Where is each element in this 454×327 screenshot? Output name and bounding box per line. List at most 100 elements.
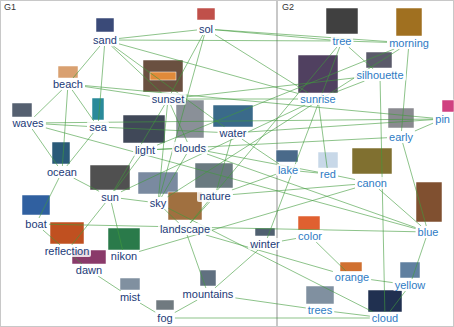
tag-link [121, 198, 148, 201]
tag-link [319, 105, 327, 168]
tag-link [111, 203, 122, 250]
tag-label: orange [335, 271, 369, 283]
tag-label: mist [120, 291, 140, 303]
tag-link [349, 47, 374, 69]
tag-link [139, 188, 355, 252]
tag-node: mist [118, 291, 142, 303]
tag-label: ocean [47, 166, 77, 178]
tag-label: boat [25, 218, 46, 230]
tag-link [215, 35, 308, 93]
tag-link [114, 156, 140, 191]
tag-node: clouds [172, 142, 208, 154]
tag-link [43, 230, 60, 245]
tag-link [74, 178, 100, 191]
tag-node: beach [51, 78, 85, 90]
tag-node: mountains [181, 288, 236, 300]
tag-link [334, 81, 365, 93]
tag-label: beach [53, 78, 83, 90]
tag-label: red [320, 168, 336, 180]
tag-link [73, 46, 100, 78]
tag-node: dawn [74, 264, 104, 276]
tag-link [46, 128, 416, 229]
tag-link [46, 124, 88, 126]
tag-node: yellow [393, 279, 428, 291]
tag-link [74, 257, 82, 264]
tag-link [67, 133, 93, 166]
tag-label: reflection [45, 245, 90, 257]
tag-link [34, 90, 62, 117]
tag-label: morning [389, 37, 429, 49]
tag-node: lake [276, 164, 300, 176]
tag-node: pin [433, 113, 452, 125]
tag-link [190, 47, 337, 223]
tag-node: sol [197, 23, 215, 35]
tag-link [175, 318, 370, 319]
tag-node: reflection [43, 245, 92, 257]
tag-link [72, 203, 105, 245]
tag-node: sea [87, 121, 109, 133]
tag-link [235, 298, 305, 308]
tag-link [190, 202, 209, 223]
tag-node: canon [355, 177, 389, 189]
tag-label: sand [93, 34, 117, 46]
tag-label: sky [150, 197, 167, 209]
tag-link [72, 90, 94, 121]
group-frame [278, 1, 454, 327]
tag-link [415, 123, 433, 131]
tag-label: water [220, 127, 247, 139]
tag-label: early [389, 131, 413, 143]
tag-link [242, 139, 279, 164]
tag-link [111, 46, 161, 93]
tag-node: fog [155, 312, 174, 324]
tag-link [371, 280, 393, 283]
tag-link [113, 46, 224, 127]
tag-link [186, 99, 298, 100]
tag-link [119, 44, 298, 94]
tag-link [32, 129, 58, 166]
tag-node: orange [333, 271, 371, 283]
tag-link [353, 41, 387, 42]
tag-link [215, 30, 387, 42]
tag-link [85, 86, 433, 119]
tag-label: winter [250, 238, 279, 250]
tag-link [215, 250, 258, 288]
tag-node: early [387, 131, 415, 143]
tag-node: sky [148, 197, 169, 209]
tag-link [334, 312, 370, 316]
tag-node: sand [91, 34, 119, 46]
tag-label: mountains [183, 288, 234, 300]
tag-link [403, 143, 427, 226]
tag-node: cloud [370, 312, 400, 324]
tag-link [338, 176, 355, 179]
tag-link [98, 276, 121, 291]
tag-node: red [318, 168, 338, 180]
tag-node: water [218, 127, 249, 139]
tag-node: trees [306, 304, 334, 316]
tag-node: blue [416, 226, 441, 238]
tag-label: yellow [395, 279, 426, 291]
tag-node: ocean [45, 166, 79, 178]
tag-link [390, 291, 406, 312]
tag-link [267, 47, 339, 238]
tag-link [119, 30, 197, 38]
tag-label: sunset [152, 93, 184, 105]
tag-label: waves [12, 117, 43, 129]
tag-node: nature [197, 190, 232, 202]
tag-node: landscape [158, 223, 212, 235]
tag-label: sol [199, 23, 213, 35]
tag-label: pin [435, 113, 450, 125]
thumbnails [12, 8, 454, 312]
tag-link [187, 235, 206, 288]
tag-node: sunset [150, 93, 186, 105]
tag-link [232, 174, 276, 190]
tag-label: color [298, 230, 322, 242]
tag-link [109, 127, 218, 132]
tag-link [171, 35, 202, 93]
tag-label: clouds [174, 142, 206, 154]
tag-link [49, 224, 416, 231]
tag-link [159, 105, 168, 197]
tag-label: fog [157, 312, 172, 324]
group-label: G1 [3, 2, 17, 12]
tag-label: blue [418, 226, 439, 238]
